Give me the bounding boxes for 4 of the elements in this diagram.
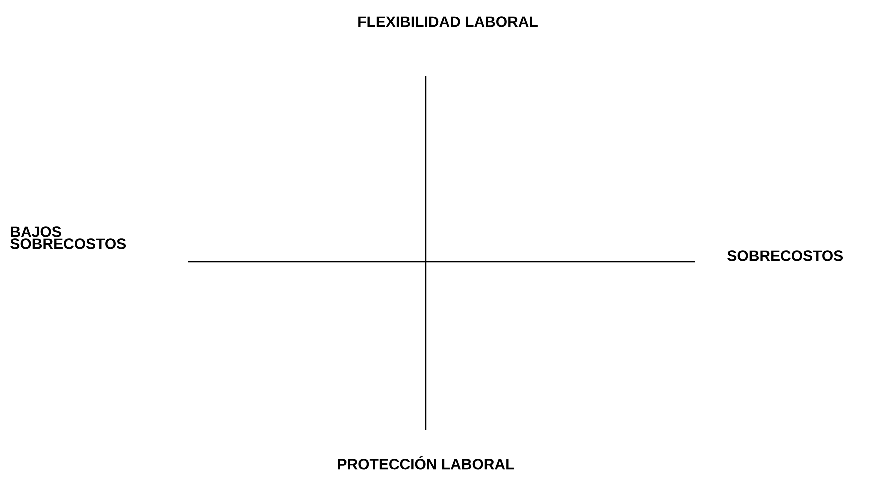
axis-label: FLEXIBILIDAD LABORAL xyxy=(358,16,538,28)
axis-label: SOBRECOSTOS xyxy=(728,250,844,262)
axis-label: PROTECCIÓN LABORAL xyxy=(338,456,514,470)
axis-label: BAJOS SOBRECOSTOS xyxy=(10,226,126,250)
